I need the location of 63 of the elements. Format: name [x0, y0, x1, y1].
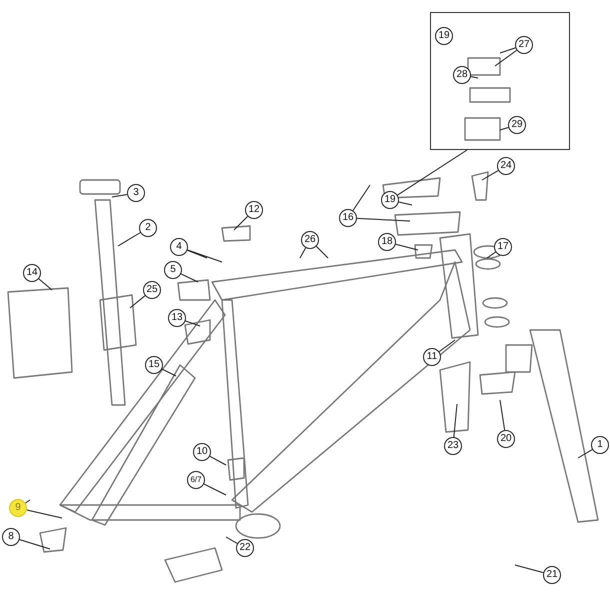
leader-line — [514, 564, 544, 574]
callout-number: 8 — [2, 528, 20, 546]
leader-line — [26, 510, 62, 518]
callout-number: 17 — [494, 238, 512, 256]
leader-line — [204, 484, 226, 496]
leader-line — [162, 368, 176, 376]
leader-line — [395, 244, 418, 250]
callout-number: 5 — [164, 261, 182, 279]
leader-line — [234, 216, 248, 230]
leader-line — [470, 76, 478, 78]
callout-number: 23 — [444, 437, 462, 455]
callout-number: 11 — [423, 348, 441, 366]
callout-number: 25 — [143, 281, 161, 299]
callout-number: 12 — [245, 201, 263, 219]
leader-line — [316, 246, 328, 258]
leader-line — [130, 295, 146, 308]
callout-number: 19 — [435, 27, 453, 45]
callout-number: 24 — [497, 157, 515, 175]
callout-number: 21 — [543, 566, 561, 584]
callout-number: 26 — [301, 231, 319, 249]
callout-number: 3 — [127, 184, 145, 202]
callout-number: 15 — [145, 356, 163, 374]
leader-line — [300, 247, 306, 258]
leader-line — [185, 320, 200, 326]
callout-number: 29 — [508, 116, 526, 134]
leader-line — [500, 400, 506, 431]
callout-number: 22 — [236, 539, 254, 557]
callout-number: 2 — [139, 219, 157, 237]
inset-panel — [430, 12, 570, 150]
callout-number: 20 — [497, 430, 515, 448]
leader-line — [187, 249, 222, 262]
leader-line — [494, 50, 518, 66]
leader-line — [486, 252, 496, 258]
leader-line — [500, 127, 509, 130]
leader-line — [398, 202, 412, 206]
callout-number: 4 — [170, 238, 188, 256]
callout-number: 14 — [23, 264, 41, 282]
callout-number: 27 — [515, 36, 533, 54]
leader-line — [356, 218, 410, 222]
leader-line — [397, 150, 468, 196]
callout-number: 1 — [591, 436, 609, 454]
callout-number: 6/7 — [187, 471, 205, 489]
leader-line — [226, 536, 238, 544]
leader-line — [500, 47, 516, 54]
leader-line — [118, 232, 141, 246]
leader-line — [38, 278, 52, 290]
callout-number: 16 — [339, 209, 357, 227]
leader-line — [209, 456, 226, 466]
callout-number: 18 — [378, 233, 396, 251]
leader-line — [112, 194, 128, 198]
callout-number: 9 — [9, 499, 27, 517]
leader-line — [180, 273, 198, 282]
callout-number: 13 — [168, 309, 186, 327]
leader-line — [482, 170, 499, 180]
leader-line — [578, 449, 593, 458]
callout-number: 10 — [193, 443, 211, 461]
leader-line — [186, 250, 208, 258]
leader-line — [438, 340, 456, 352]
leader-line — [19, 539, 50, 550]
leader-line — [25, 500, 30, 504]
callout-number: 19 — [381, 191, 399, 209]
callout-number: 28 — [453, 66, 471, 84]
leader-line — [352, 184, 370, 211]
